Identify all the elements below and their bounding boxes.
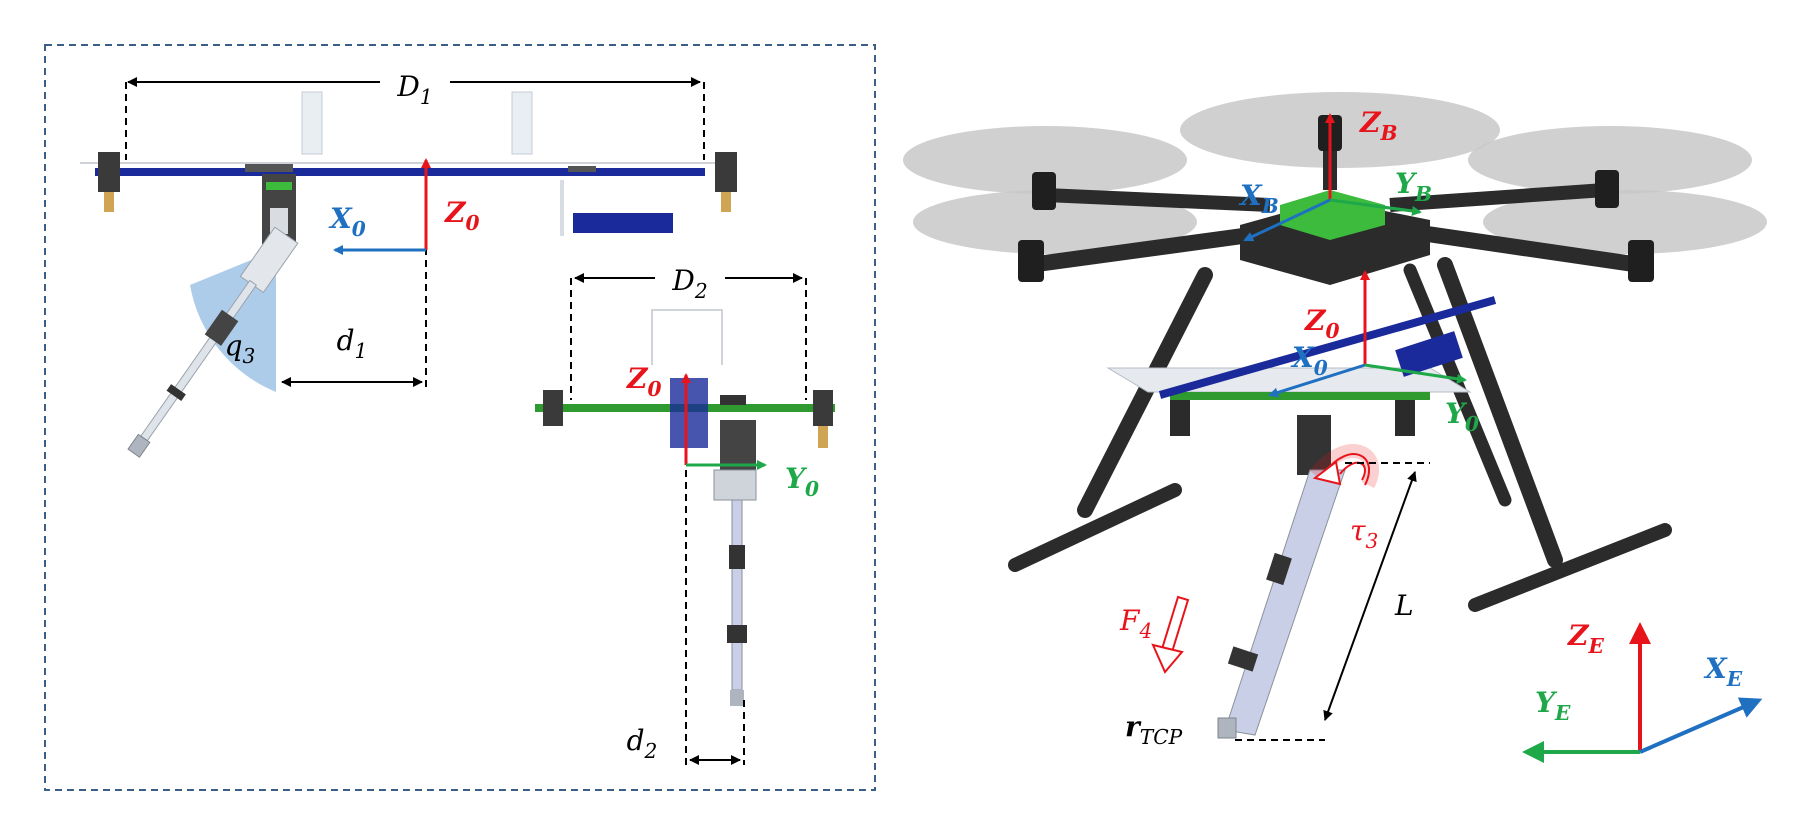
body-xb-label: XB — [1238, 179, 1279, 218]
arm-collar-3d — [1227, 646, 1259, 672]
side-arm-link — [731, 499, 743, 691]
motor-rear-right — [1595, 170, 1619, 208]
motor-right-shaft — [721, 192, 731, 212]
motor-rear-left — [1032, 172, 1056, 210]
earth-xe-axis — [1639, 697, 1763, 754]
arm-battery — [1395, 331, 1463, 377]
force-label: F4 — [1119, 604, 1152, 643]
side-z0-label: Z0 — [626, 362, 661, 401]
arm-base-motor-left — [1170, 400, 1190, 436]
motor-left-shaft — [104, 192, 114, 212]
arm-y0-axis — [1364, 363, 1467, 384]
force-arrowhead — [1151, 643, 1184, 674]
front-x0-label: X0 — [328, 202, 366, 241]
arm-servo-3d — [1297, 415, 1331, 475]
side-arm-actuator — [729, 545, 745, 569]
torque-label: τ3 — [1350, 514, 1378, 553]
length-label: L — [1394, 589, 1414, 622]
arm-link-3d — [1224, 469, 1346, 736]
earth-ze-label: ZE — [1567, 619, 1604, 658]
arm-base-blue-rail — [1158, 296, 1497, 399]
arm-rear-right — [1389, 183, 1606, 212]
arm-base-green-rail — [1170, 392, 1430, 400]
arm-actuator-3d — [1266, 552, 1292, 586]
skid-left — [1008, 483, 1182, 572]
d1-label-bg — [380, 68, 450, 102]
force-shaft — [1160, 595, 1190, 654]
motor-right — [715, 152, 737, 192]
arm-collar — [166, 384, 186, 401]
arm-front-right — [1398, 222, 1642, 273]
side-motor-right — [813, 390, 833, 426]
earth-xe-label: XE — [1703, 652, 1743, 691]
arm-rear-left — [1044, 188, 1271, 212]
earth-frame-axes: ZE YE XE — [1522, 619, 1763, 763]
side-bracket — [713, 469, 757, 501]
arm-x0-label: X0 — [1290, 341, 1328, 380]
side-clamp — [720, 395, 746, 405]
side-view: D2 d2 Z0 Y0 — [535, 262, 835, 765]
body-yb-label: YB — [1395, 167, 1432, 206]
propeller-right-front — [1483, 190, 1767, 254]
arm-front-left — [1028, 227, 1252, 273]
length-arrow — [1323, 471, 1417, 721]
clamp-right — [568, 166, 596, 172]
arm-z0-label: Z0 — [1304, 304, 1339, 343]
motor-front-left — [1018, 240, 1044, 282]
tcp-label: rTCP — [1125, 710, 1183, 749]
arm-frame-axes: Z0 X0 Y0 — [1268, 270, 1479, 436]
leg-front-left — [1077, 267, 1213, 518]
leg-front-right — [1437, 257, 1563, 568]
arm-servo-label — [266, 182, 292, 190]
side-landing-frame — [651, 309, 723, 365]
motor-left — [98, 152, 120, 192]
propeller-left-rear — [903, 126, 1187, 194]
arm-y0-label: Y0 — [1445, 397, 1479, 436]
force-indicator: F4 — [1119, 595, 1190, 674]
battery — [573, 213, 673, 233]
propeller-right-rear — [1468, 126, 1752, 194]
d2-label-bg — [655, 262, 725, 296]
arm-tip-3d — [1217, 717, 1237, 739]
landing-leg-right — [511, 91, 533, 155]
arm-actuator — [204, 309, 239, 346]
d2-span-label: D2 — [671, 264, 707, 303]
propeller-left-front — [913, 190, 1197, 254]
side-arm-tip — [730, 690, 744, 706]
front-z0-label: Z0 — [444, 196, 479, 235]
earth-ye-label: YE — [1535, 686, 1571, 725]
front-view: D1 q3 d1 — [80, 68, 737, 458]
battery-bracket — [560, 180, 564, 236]
side-motor-left — [543, 390, 563, 426]
d1-offset-label: d1 — [337, 324, 368, 363]
arm-tip — [127, 433, 151, 458]
length-dimension: L — [1235, 462, 1430, 741]
arm-x0-axis — [1268, 363, 1366, 398]
joint-angle-label: q3 — [225, 329, 256, 368]
body-frame-axes: ZB XB YB — [1238, 106, 1432, 242]
body-yb-axis — [1329, 198, 1422, 216]
landing-leg-left — [301, 91, 323, 155]
clamp-left — [245, 164, 293, 172]
skid-right — [1468, 523, 1672, 612]
body-zb-label: ZB — [1359, 106, 1398, 145]
motor-front-right — [1628, 240, 1654, 282]
tilted-arm — [127, 226, 299, 458]
left-panel-frame — [44, 44, 876, 791]
drone-illustration — [903, 92, 1767, 739]
side-arm-collar — [727, 625, 747, 643]
front-rail — [95, 168, 705, 176]
body-xb-axis — [1243, 198, 1331, 242]
side-y0-label: Y0 — [785, 462, 819, 501]
side-battery — [670, 378, 708, 448]
arm-base-motor-right — [1395, 400, 1415, 436]
d2-offset-label: d2 — [627, 724, 658, 763]
d1-span-label: D1 — [396, 70, 432, 109]
side-motor-right-shaft — [818, 426, 828, 448]
